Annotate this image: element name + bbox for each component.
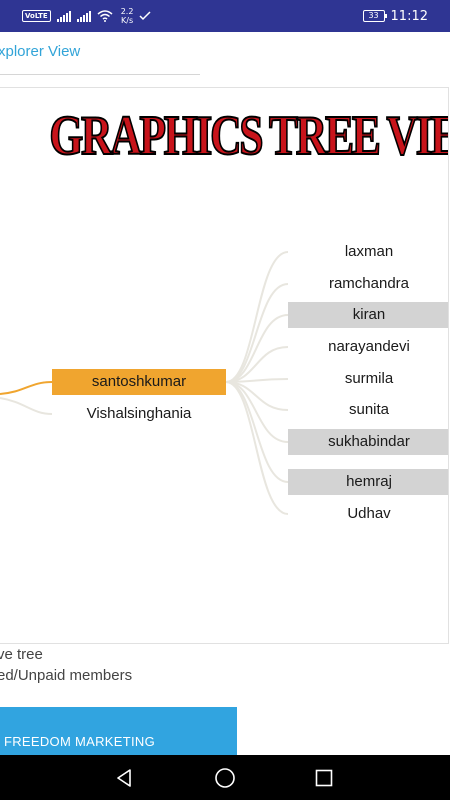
tree-node-sukhabindar[interactable]: sukhabindar bbox=[288, 429, 448, 455]
link-child-kiran bbox=[225, 314, 289, 383]
wifi-icon bbox=[97, 10, 113, 22]
tree-node-ramchandra[interactable]: ramchandra bbox=[328, 275, 410, 292]
link-child-ramchandra bbox=[225, 283, 289, 383]
freedom-marketing-button[interactable]: FREEDOM MARKETING bbox=[0, 707, 237, 755]
info-line-members: ed/Unpaid members bbox=[0, 667, 133, 684]
recents-icon[interactable] bbox=[294, 755, 354, 800]
home-icon[interactable] bbox=[195, 755, 255, 800]
speed-value: 2.2 bbox=[120, 7, 134, 16]
tree-node-kiran[interactable]: kiran bbox=[288, 302, 448, 328]
tree-links bbox=[0, 251, 289, 515]
page-title: xplorer View bbox=[0, 43, 81, 60]
link-root-vishalsinghania bbox=[0, 397, 53, 415]
volte-badge: VoLTE bbox=[22, 10, 51, 22]
tree-node-santoshkumar[interactable]: santoshkumar bbox=[52, 369, 226, 395]
signal-icon bbox=[76, 10, 91, 22]
check-icon bbox=[139, 11, 151, 21]
back-icon[interactable] bbox=[95, 755, 155, 800]
tree-node-narayandevi[interactable]: narayandevi bbox=[328, 338, 410, 355]
tree-node-sunita[interactable]: sunita bbox=[348, 401, 390, 418]
status-left: VoLTE bbox=[22, 0, 151, 32]
tree-view-panel[interactable]: GRAPHICS TREE VIEW santoshkumar Vishalsi… bbox=[0, 87, 449, 644]
tree-node-vishalsinghania[interactable]: Vishalsinghania bbox=[86, 405, 192, 422]
link-root-santoshkumar bbox=[0, 381, 53, 395]
clock: 11:12 bbox=[390, 8, 428, 24]
tree-node-hemraj[interactable]: hemraj bbox=[288, 469, 448, 495]
tree-node-udhav[interactable]: Udhav bbox=[347, 505, 391, 522]
link-child-udhav bbox=[225, 381, 289, 515]
info-line-tree: ve tree bbox=[0, 646, 43, 663]
battery-icon: 33 bbox=[362, 10, 387, 22]
tree-node-laxman[interactable]: laxman bbox=[344, 243, 394, 260]
status-right: 33 11:12 bbox=[362, 0, 428, 32]
battery-level: 33 bbox=[368, 11, 379, 20]
link-child-laxman bbox=[225, 251, 289, 383]
tree-node-surmila[interactable]: surmila bbox=[344, 370, 394, 387]
network-speed: 2.2 K/s bbox=[121, 7, 134, 25]
status-bar: VoLTE bbox=[0, 0, 450, 32]
signal-icon bbox=[56, 10, 71, 22]
speed-unit: K/s bbox=[121, 16, 134, 25]
navigation-bar bbox=[0, 755, 450, 800]
tree-banner: GRAPHICS TREE VIEW bbox=[49, 104, 448, 168]
title-divider bbox=[0, 74, 200, 75]
